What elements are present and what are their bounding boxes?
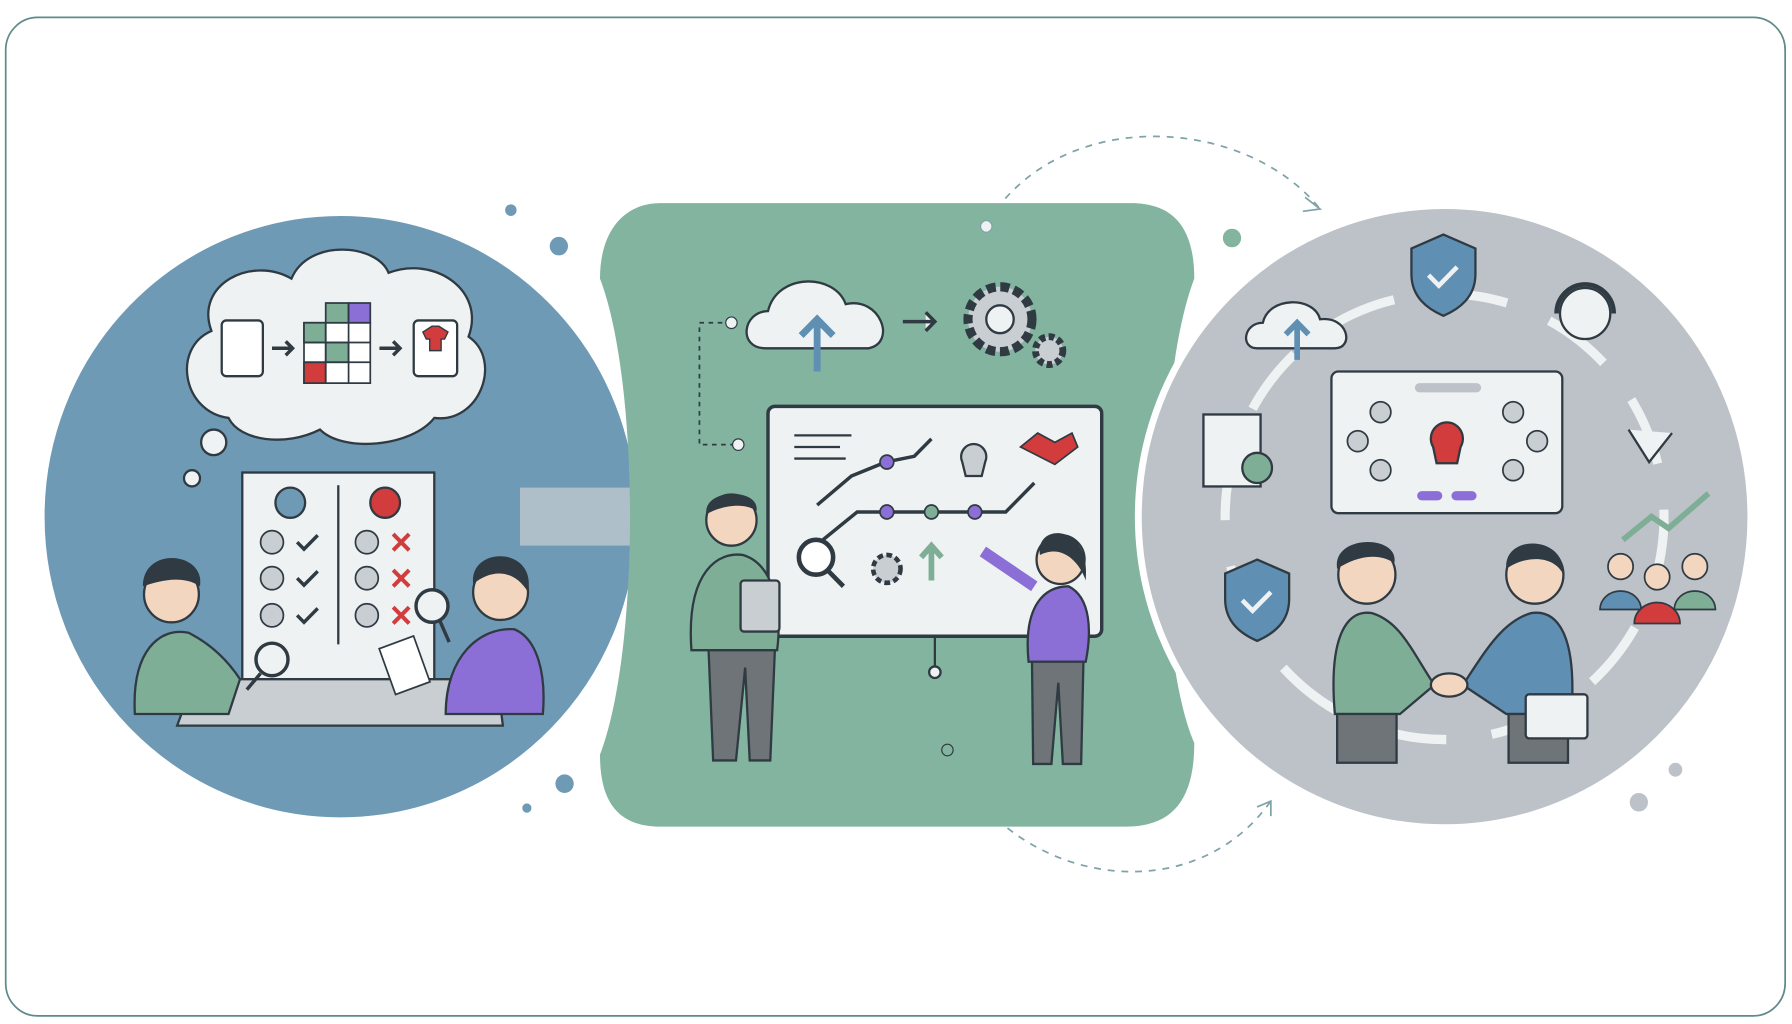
gear-icon bbox=[963, 282, 1067, 369]
person-handshake-right bbox=[1461, 543, 1589, 764]
tshirt-icon bbox=[421, 325, 449, 352]
person-handshake-left bbox=[1332, 541, 1436, 764]
arrowhead-icon bbox=[1627, 428, 1673, 465]
person-presenter-left bbox=[689, 493, 781, 762]
lightbulb-icon bbox=[960, 442, 988, 478]
stage-partnership bbox=[1134, 202, 1755, 832]
handshake-icon bbox=[1429, 672, 1469, 698]
cross-icon bbox=[369, 486, 402, 519]
arrowhead-icon bbox=[1256, 799, 1272, 817]
lightbulb-network-icon bbox=[1429, 421, 1464, 465]
phone-icon bbox=[220, 319, 264, 378]
check-icon bbox=[274, 486, 307, 519]
arrow-right-icon bbox=[902, 311, 938, 333]
smiley-icons bbox=[259, 529, 380, 628]
grid-matrix-icon bbox=[303, 302, 372, 384]
cloud-upload-icon bbox=[745, 280, 885, 350]
arrow-right-icon bbox=[379, 340, 403, 357]
dashed-arc-top bbox=[987, 135, 1321, 222]
dashed-connector bbox=[698, 321, 739, 446]
person-presenter-right bbox=[979, 533, 1090, 766]
handshake-icon bbox=[1018, 431, 1079, 466]
arrowhead-icon bbox=[1302, 196, 1323, 213]
shield-check-icon bbox=[1224, 558, 1291, 643]
tablet-icon bbox=[739, 579, 781, 633]
stage-strategy bbox=[600, 203, 1195, 827]
trend-arrow-icon bbox=[1621, 491, 1711, 543]
gear-icon bbox=[870, 552, 903, 586]
shield-check-icon bbox=[1410, 233, 1477, 318]
check-icons bbox=[295, 533, 319, 625]
person-right bbox=[444, 556, 545, 716]
people-group-icon bbox=[1599, 552, 1717, 625]
magnifier-icon bbox=[796, 537, 846, 588]
magnifier-icon bbox=[245, 588, 451, 691]
stage-research bbox=[37, 208, 644, 825]
arrow-right-icon bbox=[272, 340, 295, 357]
headset-icon bbox=[1554, 282, 1616, 341]
tablet-icon bbox=[1524, 693, 1589, 740]
decorative-dots bbox=[505, 204, 1683, 813]
person-left bbox=[133, 557, 242, 716]
arrow-up-icon bbox=[919, 541, 944, 581]
paper-icon bbox=[378, 634, 432, 696]
cross-icons bbox=[391, 532, 411, 625]
